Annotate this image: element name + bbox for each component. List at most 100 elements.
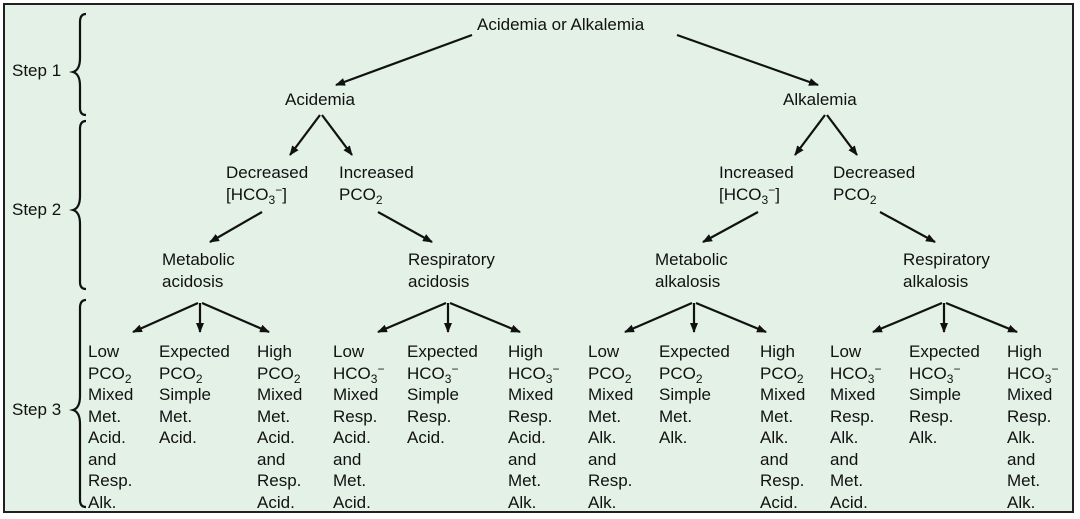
decreased-hco3-node: Decreased[HCO3−] <box>226 163 309 207</box>
outcome-line: Resp. <box>257 471 302 490</box>
arrow-acidemia-to-increased-pco2 <box>321 114 353 156</box>
outcome-line: Met. <box>159 406 193 426</box>
outcome-line: Mixed <box>760 385 806 404</box>
outcome-line: Acid. <box>508 428 546 447</box>
outcome-line: Alk. <box>588 428 617 447</box>
arrow-met-alk-low <box>624 301 693 334</box>
outcome-level: High <box>760 342 795 361</box>
arrow-decreased-hco3-to-metabolic-acidosis <box>209 211 263 243</box>
arrow-alkalemia-to-increased-hco3 <box>794 114 826 156</box>
outcome-line: Resp. <box>588 471 633 490</box>
outcome-line: Alk. <box>909 428 938 447</box>
outcome-line: Acid. <box>407 428 445 447</box>
step2-brace <box>69 119 87 291</box>
outcome-level: High <box>257 342 292 361</box>
outcome-line: Simple <box>659 385 711 404</box>
step1-label: Step 1 <box>12 61 62 80</box>
outcome-line: Resp. <box>407 406 452 426</box>
outcome-line: Resp. <box>333 406 378 426</box>
outcome-line: Met. <box>588 406 622 426</box>
arrow-alkalemia-to-decreased-pco2 <box>826 114 858 156</box>
outcome-level: Expected <box>407 342 478 361</box>
outcome-line: Alk. <box>760 428 789 447</box>
outcome-level: High <box>1007 342 1042 361</box>
outcome-level: Expected <box>159 342 230 361</box>
outcome-line: Alk. <box>1007 428 1036 447</box>
outcome-line: Alk. <box>88 492 117 512</box>
arrow-acidemia-to-decreased-hco3 <box>289 114 321 156</box>
outcome-line: Met. <box>659 406 693 426</box>
outcome-line: Acid. <box>257 492 295 512</box>
outcome-line: Alk. <box>659 428 688 447</box>
outcome-line: Acid. <box>830 492 868 512</box>
outcome-level: Low <box>333 342 365 361</box>
outcome-chem: PCO2 <box>588 363 632 386</box>
step1-brace <box>69 12 87 117</box>
outcome-line: Acid. <box>333 428 371 447</box>
outcome-chem: PCO2 <box>257 363 301 386</box>
alkalemia-node: Alkalemia <box>783 90 857 109</box>
arrow-resp-acid-low <box>377 301 447 334</box>
outcome-line: and <box>588 449 617 469</box>
outcome-line: Mixed <box>1007 385 1053 404</box>
outcome-line: Mixed <box>830 385 876 404</box>
outcome-line: Mixed <box>588 385 634 404</box>
outcome-chem: PCO2 <box>659 363 703 386</box>
outcome-line: Acid. <box>88 428 126 447</box>
arrow-root-to-alkalemia <box>676 33 819 87</box>
outcome-chem: HCO3− <box>909 361 961 386</box>
outcome-line: Met. <box>88 406 122 426</box>
arrow-resp-alk-low <box>872 301 943 334</box>
outcome-line: Alk. <box>830 428 859 447</box>
outcome-line: Resp. <box>830 406 875 426</box>
outcome-chem: HCO3− <box>407 361 459 386</box>
outcome-line: Alk. <box>588 492 617 512</box>
outcome-line: Met. <box>508 471 542 490</box>
outcome-line: Resp. <box>508 406 553 426</box>
outcome-line: Simple <box>407 385 459 404</box>
outcome-line: and <box>508 449 537 469</box>
step2-label: Step 2 <box>12 200 62 219</box>
arrow-increased-pco2-to-respiratory-acidosis <box>377 211 433 243</box>
outcome-line: Mixed <box>508 385 554 404</box>
outcome-level: Expected <box>909 342 980 361</box>
acidemia-node: Acidemia <box>285 90 355 109</box>
outcome-chem: PCO2 <box>88 363 132 386</box>
outcome-chem: HCO3− <box>830 361 882 386</box>
arrow-met-alk-high <box>695 301 767 334</box>
outcome-line: and <box>88 449 117 469</box>
outcome-line: Resp. <box>909 406 954 426</box>
outcome-level: Low <box>88 342 120 361</box>
outcome-line: Simple <box>909 385 961 404</box>
outcome-line: Met. <box>333 471 367 490</box>
outcome-line: and <box>1007 449 1036 469</box>
outcome-line: Met. <box>760 406 794 426</box>
outcome-chem: HCO3− <box>508 361 560 386</box>
arrow-root-to-acidemia <box>335 33 473 87</box>
outcome-line: and <box>257 449 286 469</box>
outcome-line: and <box>830 449 859 469</box>
arrow-increased-hco3-to-metabolic-alkalosis <box>702 211 759 243</box>
arrow-met-acid-low <box>132 301 199 334</box>
outcome-line: Acid. <box>760 492 798 512</box>
outcome-level: Low <box>588 342 620 361</box>
outcome-line: and <box>333 449 362 469</box>
outcome-chem: PCO2 <box>760 363 804 386</box>
outcome-level: High <box>508 342 543 361</box>
outcome-line: Simple <box>159 385 211 404</box>
outcome-line: Mixed <box>333 385 379 404</box>
